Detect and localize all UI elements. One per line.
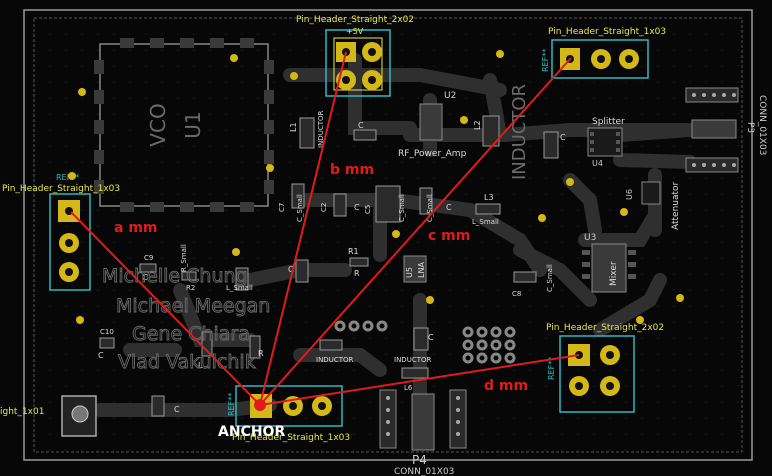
header-top-2x02-label: Pin_Header_Straight_2x02 [296,15,414,25]
credit-line-2: Michael Meegan [116,295,270,317]
header-left-1x03[interactable]: REF** Pin_Header_Straight_1x03 [2,173,120,291]
c2-label: C2 [320,203,328,212]
l6-label: L6 [404,384,413,392]
header-bottom-label: Pin_Header_Straight_1x03 [232,433,350,443]
mixer-label: Mixer [609,261,619,286]
measure-line-a [70,211,261,406]
c-label-c9: C [142,273,148,282]
l1-label: L1 [289,122,298,132]
anchor-label: ANCHOR [218,424,285,440]
conn-right-label: CONN_01X03 [757,95,767,155]
measure-line-d [259,354,580,406]
measure-label-d: d mm [484,378,528,394]
measurement-lines [70,51,580,406]
c-label-bot: C [428,333,434,342]
c-label-lna: C [288,265,294,274]
vco-label: VCO [146,103,170,146]
header-left-edge-1x01[interactable]: ight_1x01 [0,395,97,437]
plus5v-label: +5V [346,27,364,36]
board-edge [23,9,753,461]
measure-line-b [259,51,347,406]
c7-label: C7 [278,203,286,212]
c9-label: C9 [144,254,153,262]
rf-power-amp[interactable]: U2 RF_Power_Amp [398,91,467,159]
r1-label: R1 [348,247,359,256]
splitter-label: Splitter [592,117,625,127]
credit-line-1: Michelle Chung [102,265,248,287]
c-label-left-bot: C [174,405,180,414]
credits-silkscreen: Michelle Chung Michael Meegan Gene Chiar… [102,265,271,374]
l3-label: L3 [484,193,494,202]
u5-label: U5 [405,267,414,278]
measure-label-b: b mm [330,162,374,178]
c-small-label-4: C_Small [546,264,554,292]
r-label-1: R [354,269,360,278]
c8-label: C8 [512,290,521,298]
ref-label-bottom-right: REF** [547,357,556,380]
r2-label: R2 [186,284,195,292]
ref-label-bottom: REF** [227,393,236,416]
inductor-vertical-label: INDUCTOR [509,84,530,180]
rf-power-amp-label: RF_Power_Amp [398,149,467,159]
small-components[interactable]: C7 C_Small C2 C C5 C_Small C_Small C L3 … [98,183,554,417]
splitter[interactable]: Splitter U4 [587,117,625,168]
c-label-mid: C [354,203,360,212]
c10-label: C10 [100,328,114,336]
c-label-c10: C [98,351,104,360]
c-small-label-1: C_Small [296,194,304,222]
measure-label-c: c mm [428,228,470,244]
u6-label: U6 [625,189,634,200]
attenuator[interactable]: U6 Attenuator [625,181,681,230]
u4-label: U4 [592,159,603,168]
vco-module[interactable]: VCO U1 [94,38,274,212]
r-small-label: R_Small [180,244,188,272]
ref-label-left: REF** [56,173,79,182]
board-keepout [33,17,743,453]
inductor-small-label-2: INDUCTOR [316,356,353,364]
mounting-holes [68,50,684,324]
p4-label: P4 [412,453,427,467]
via-array [334,320,516,364]
header-left-label: Pin_Header_Straight_1x03 [2,184,120,194]
c-label-mid2: C [446,203,452,212]
header-bottom-right-2x02[interactable]: Pin_Header_Straight_2x02 REF** [546,323,664,413]
inductor-small-label-3: INDUCTOR [394,356,431,364]
ref-label-top-right: REF** [541,49,550,72]
measurement-labels: a mm b mm c mm d mm ANCHOR [114,162,528,440]
measure-line-c [259,57,572,406]
u3-label: U3 [584,233,596,243]
connector-p3[interactable]: P3 CONN_01X03 [685,87,767,173]
measure-label-a: a mm [114,220,158,236]
cap-top[interactable] [353,129,377,141]
inductor-small-label-1: INDUCTOR [317,111,325,148]
inductor-l1[interactable] [299,117,315,149]
attenuator-label: Attenuator [671,181,681,230]
r-label-2: R [258,349,264,358]
l2-label: L2 [473,120,482,130]
lna[interactable]: U5 LNA [403,255,427,283]
conn-bottom-label: CONN_01X03 [394,467,454,476]
c-top-label: C [358,121,364,130]
mixer[interactable]: U3 Mixer [582,233,636,293]
header-left-edge-label: ight_1x01 [0,407,44,417]
c-small-label-3: C_Small [426,194,434,222]
c-splitter-label: C [560,133,566,142]
lna-label: LNA [417,262,426,278]
anchor-point[interactable] [254,399,266,411]
l-small-label-1: L_Small [472,218,499,226]
p3-label: P3 [745,122,755,133]
connector-p4[interactable]: P4 CONN_01X03 [379,389,467,476]
c5-label: C5 [364,205,372,214]
c-small-label-2: C_Small [398,194,406,222]
l-small-label-2: L_Small [226,284,253,292]
cap-splitter[interactable] [543,131,559,159]
u1-label: U1 [181,111,205,138]
l-label: L [198,361,203,370]
credit-line-4: Vlad Vakulchik [118,351,256,373]
header-bottom-right-label: Pin_Header_Straight_2x02 [546,323,664,333]
u2-label: U2 [444,91,456,101]
header-top-right-label: Pin_Header_Straight_1x03 [548,27,666,37]
